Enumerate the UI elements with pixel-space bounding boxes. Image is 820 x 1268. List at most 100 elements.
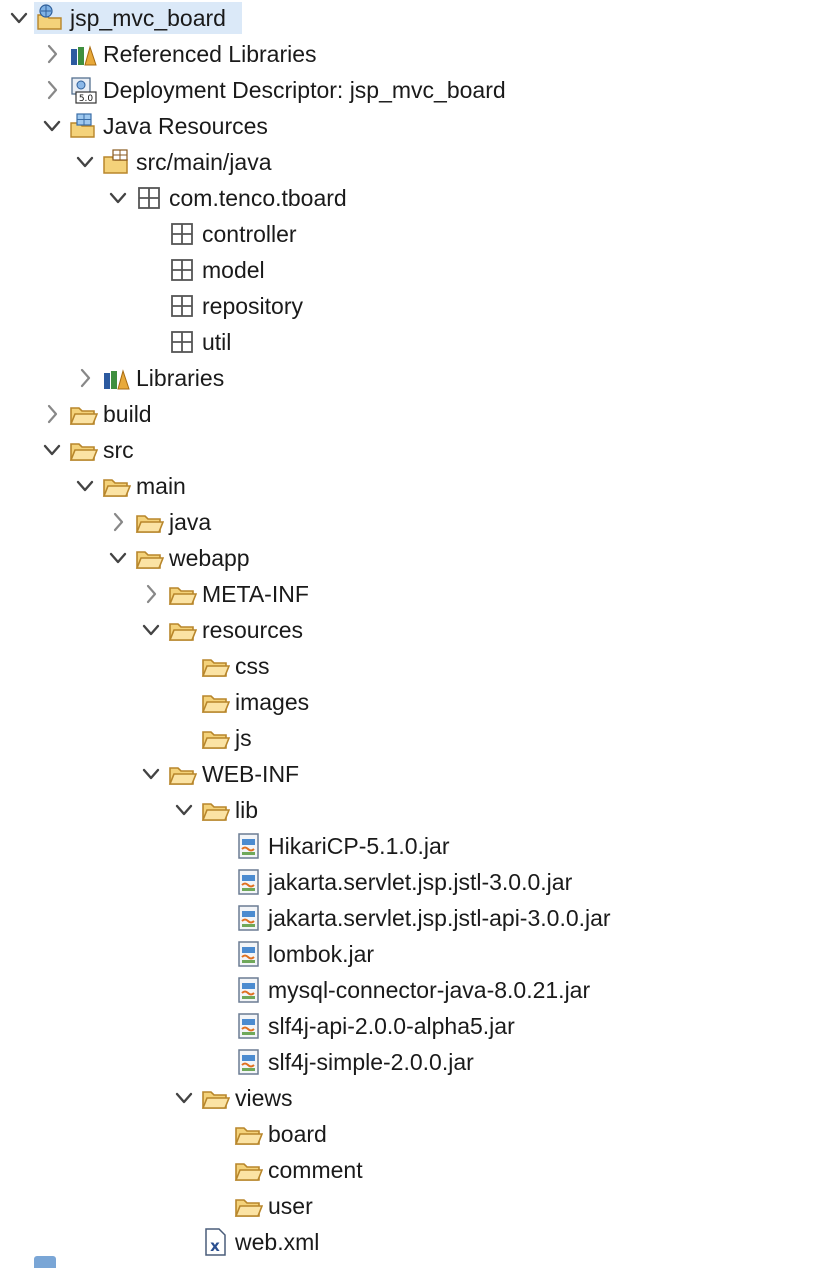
tree-item-referenced-libraries[interactable]: Referenced Libraries [0,36,820,72]
chevron-right-icon[interactable] [107,509,129,535]
tree-item-label: src/main/java [136,149,272,175]
tree-item-label: Libraries [136,365,225,391]
chevron-down-icon[interactable] [107,545,129,571]
chevron-down-icon[interactable] [74,473,96,499]
tree-item-jakarta-servlet-jsp-jstl-3-0-0-jar[interactable]: jakarta.servlet.jsp.jstl-3.0.0.jar [0,864,820,900]
tree-item-label: lombok.jar [268,941,375,967]
tree-item-controller[interactable]: controller [0,216,820,252]
tree-item-slf4j-api-2-0-0-alpha5-jar[interactable]: slf4j-api-2.0.0-alpha5.jar [0,1008,820,1044]
tree-item-deployment-descriptor-jsp-mvc-board[interactable]: 5.0 Deployment Descriptor: jsp_mvc_board [0,72,820,108]
tree-item-web-inf[interactable]: WEB-INF [0,756,820,792]
tree-item-label: mysql-connector-java-8.0.21.jar [268,977,591,1003]
tree-item-build[interactable]: build [0,396,820,432]
tree-item-model[interactable]: model [0,252,820,288]
chevron-down-icon[interactable] [173,797,195,823]
tree-item-comment[interactable]: comment [0,1152,820,1188]
tree-item-label: slf4j-simple-2.0.0.jar [268,1049,474,1075]
tree-item-com-tenco-tboard[interactable]: com.tenco.tboard [0,180,820,216]
chevron-right-icon[interactable] [41,41,63,67]
tree-item-views[interactable]: views [0,1080,820,1116]
tree-item-libraries[interactable]: Libraries [0,360,820,396]
tree-item-label: comment [268,1157,363,1183]
package-icon [167,255,197,285]
chevron-down-icon[interactable] [140,761,162,787]
package-icon [167,291,197,321]
tree-item-label: model [202,257,265,283]
tree-item-src-main-java[interactable]: src/main/java [0,144,820,180]
package-icon [167,327,197,357]
chevron-right-icon[interactable] [41,77,63,103]
jar-icon [233,1047,263,1077]
folder-icon [200,1083,231,1113]
next-project-row-partial [34,1256,58,1268]
jar-icon [233,867,263,897]
tree-item-java[interactable]: java [0,504,820,540]
tree-item-label: jakarta.servlet.jsp.jstl-api-3.0.0.jar [268,905,611,931]
java-resources-icon [68,111,98,141]
tree-item-slf4j-simple-2-0-0-jar[interactable]: slf4j-simple-2.0.0.jar [0,1044,820,1080]
jar-icon [233,939,263,969]
tree-item-label: slf4j-api-2.0.0-alpha5.jar [268,1013,515,1039]
selection-highlight [34,2,242,34]
tree-item-jakarta-servlet-jsp-jstl-api-3-0-0-jar[interactable]: jakarta.servlet.jsp.jstl-api-3.0.0.jar [0,900,820,936]
folder-icon [134,543,165,573]
tree-item-java-resources[interactable]: Java Resources [0,108,820,144]
tree-item-main[interactable]: main [0,468,820,504]
tree-item-resources[interactable]: resources [0,612,820,648]
package-icon [134,183,164,213]
chevron-down-icon[interactable] [140,617,162,643]
tree-item-label: META-INF [202,581,309,607]
folder-icon [200,687,231,717]
folder-icon [233,1191,264,1221]
chevron-down-icon[interactable] [74,149,96,175]
tree-item-images[interactable]: images [0,684,820,720]
tree-item-board[interactable]: board [0,1116,820,1152]
folder-icon [68,399,99,429]
tree-item-hikaricp-5-1-0-jar[interactable]: HikariCP-5.1.0.jar [0,828,820,864]
folder-icon [167,759,198,789]
folder-icon [233,1155,264,1185]
chevron-right-icon[interactable] [41,401,63,427]
tree-item-label: Deployment Descriptor: jsp_mvc_board [103,77,506,103]
tree-item-label: com.tenco.tboard [169,185,347,211]
tree-item-label: images [235,689,310,715]
source-folder-icon [101,147,131,177]
tree-item-label: web.xml [235,1229,320,1255]
tree-item-util[interactable]: util [0,324,820,360]
tree-item-lib[interactable]: lib [0,792,820,828]
tree-item-js[interactable]: js [0,720,820,756]
chevron-right-icon[interactable] [140,581,162,607]
tree-item-label: jsp_mvc_board [70,5,226,31]
tree-item-label: build [103,401,152,427]
tree-item-meta-inf[interactable]: META-INF [0,576,820,612]
tree-item-src[interactable]: src [0,432,820,468]
chevron-right-icon[interactable] [74,365,96,391]
tree-item-label: repository [202,293,303,319]
tree-item-webapp[interactable]: webapp [0,540,820,576]
folder-icon [167,579,198,609]
jar-icon [233,903,263,933]
chevron-down-icon[interactable] [41,113,63,139]
tree-item-label: util [202,329,232,355]
tree-item-lombok-jar[interactable]: lombok.jar [0,936,820,972]
chevron-down-icon[interactable] [41,437,63,463]
chevron-down-icon[interactable] [107,185,129,211]
svg-text:5.0: 5.0 [79,94,94,104]
package-icon [167,219,197,249]
tree-item-label: controller [202,221,297,247]
tree-item-css[interactable]: css [0,648,820,684]
tree-item-label: java [169,509,212,535]
chevron-down-icon[interactable] [173,1085,195,1111]
tree-item-label: lib [235,797,259,823]
tree-item-mysql-connector-java-8-0-21-jar[interactable]: mysql-connector-java-8.0.21.jar [0,972,820,1008]
tree-item-jsp-mvc-board[interactable]: jsp_mvc_board [0,0,820,36]
tree-item-label: main [136,473,186,499]
partial-project-icon [34,1256,56,1268]
chevron-down-icon[interactable] [8,5,30,31]
library-icon [101,363,131,393]
tree-item-repository[interactable]: repository [0,288,820,324]
xml-file-icon: x [200,1227,230,1257]
jar-icon [233,831,263,861]
tree-item-user[interactable]: user [0,1188,820,1224]
